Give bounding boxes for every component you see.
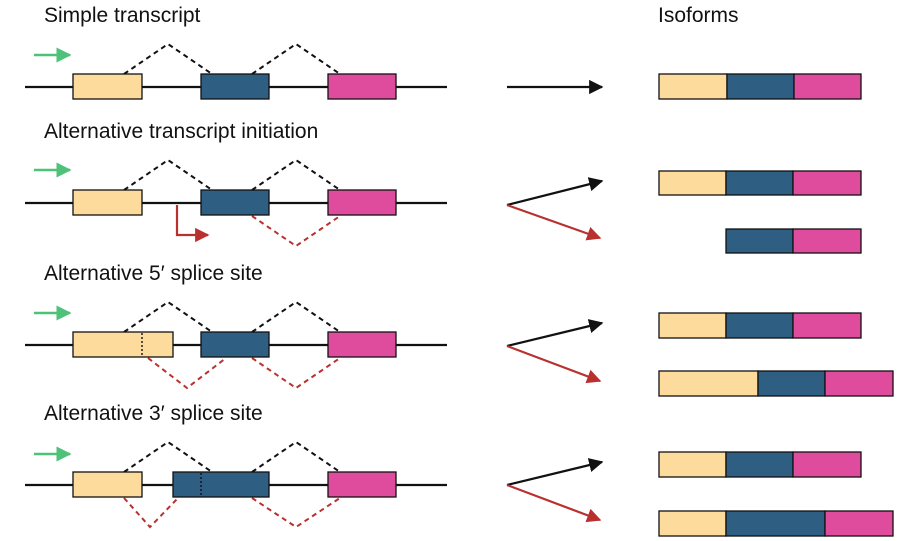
splice-junction <box>251 158 341 191</box>
exon-1 <box>72 189 143 216</box>
splice-junction <box>123 300 213 333</box>
exon-1 <box>72 471 143 498</box>
alt-splice-junction <box>123 497 179 529</box>
exon-3 <box>327 331 397 358</box>
splice-junction <box>123 42 213 75</box>
alt-isoform <box>658 370 894 397</box>
exon-3 <box>327 471 397 498</box>
splice-junction <box>123 158 213 191</box>
exon-2 <box>200 189 270 216</box>
heading-alternative-3-prime: Alternative 3′ splice site <box>44 402 263 425</box>
alt-isoform <box>658 510 894 537</box>
heading-alternative-initiation: Alternative transcript initiation <box>44 120 319 143</box>
alt-splice-junction <box>251 497 341 529</box>
row-alternative-5-prime <box>25 300 894 397</box>
alt-outcome-arrow-icon <box>506 483 602 523</box>
heading-simple-transcript: Simple transcript <box>44 4 201 27</box>
isoform <box>658 451 862 478</box>
alt-outcome-arrow-icon <box>506 203 602 241</box>
exon-2 <box>200 73 270 100</box>
alt-isoform <box>725 228 862 254</box>
splice-junction <box>251 42 341 75</box>
splice-junction <box>251 300 341 333</box>
exon-3 <box>327 73 397 100</box>
outcome-arrow-icon <box>506 458 604 487</box>
exon-1-extended <box>72 331 174 358</box>
exon-3 <box>327 189 397 216</box>
row-alternative-initiation <box>25 158 862 254</box>
outcome-arrow-icon <box>506 177 604 207</box>
isoform <box>658 312 862 339</box>
alt-outcome-arrow-icon <box>506 344 602 384</box>
heading-alternative-5-prime: Alternative 5′ splice site <box>44 262 263 285</box>
heading-isoforms: Isoforms <box>658 4 739 27</box>
alt-splice-junction <box>147 357 227 390</box>
exon-1 <box>72 73 143 100</box>
exon-2 <box>200 331 270 358</box>
alt-splice-junction <box>251 215 341 248</box>
alternative-start-icon <box>175 205 210 243</box>
isoform <box>658 170 862 196</box>
row-simple-transcript <box>25 42 862 100</box>
outcome-arrow-icon <box>506 319 604 348</box>
exon-2-extended <box>172 471 270 498</box>
splice-junction <box>123 440 213 473</box>
splice-junction <box>251 440 341 473</box>
alt-splice-junction <box>251 357 341 390</box>
row-alternative-3-prime <box>25 440 894 537</box>
isoform <box>658 73 862 100</box>
